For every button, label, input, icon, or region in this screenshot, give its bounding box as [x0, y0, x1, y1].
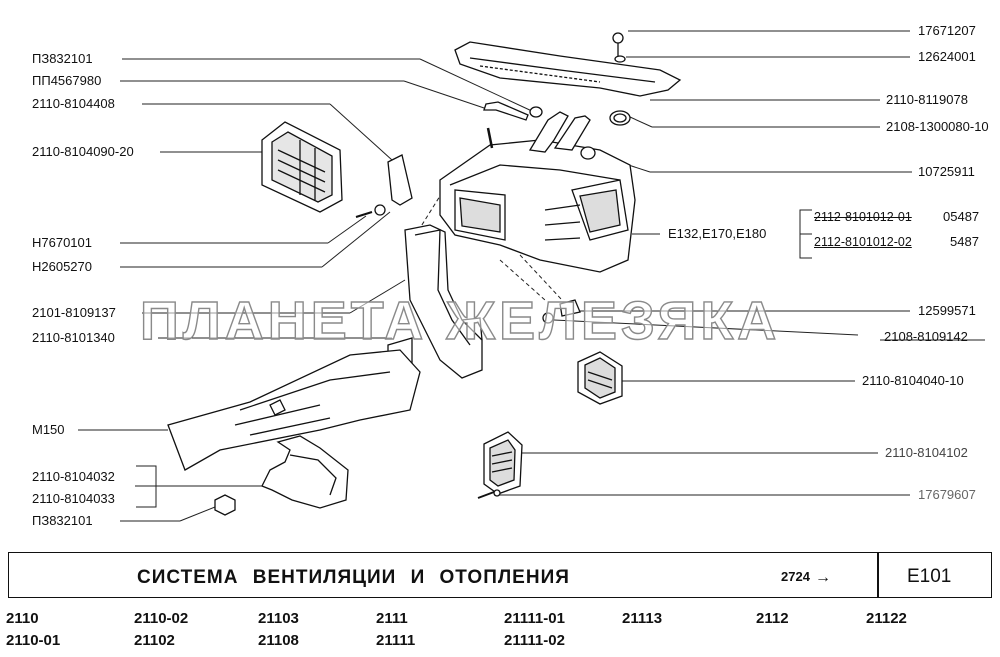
- model-item: 2110: [6, 610, 39, 627]
- model-item: 2111: [376, 610, 408, 627]
- diagram-title: СИСТЕМА ВЕНТИЛЯЦИИ И ОТОПЛЕНИЯ: [137, 567, 570, 588]
- part-label-left-12: ПЗ832101: [32, 513, 93, 528]
- part-label-right-5: 10725911: [918, 164, 975, 179]
- model-item: 21111-01: [504, 610, 565, 627]
- part-label-right-10: 2110-8104102: [885, 445, 968, 460]
- part-label-left-9: М150: [32, 422, 65, 437]
- model-item: 2110-01: [6, 632, 61, 649]
- part-label-left-7: 2101-8109137: [32, 305, 116, 320]
- model-item: 21111: [376, 632, 416, 649]
- part-label-right-7: 12599571: [918, 303, 976, 318]
- part-label-left-10: 2110-8104032: [32, 469, 115, 484]
- part-label-right-1: 17671207: [918, 23, 976, 38]
- page-ref-number: 2724: [781, 569, 810, 584]
- part-label-right-11: 17679607: [918, 487, 976, 502]
- leader-lines: [78, 30, 985, 522]
- part-label-right-6: E132,E170,E180: [668, 226, 767, 241]
- model-item: 21108: [258, 632, 299, 649]
- part-label-left-11: 2110-8104033: [32, 491, 115, 506]
- model-item: 21102: [134, 632, 175, 649]
- part-label-left-1: ПЗ832101: [32, 51, 93, 66]
- alt-part-1-num: 05487: [943, 209, 980, 224]
- alt-part-1: 2112-8101012-01: [814, 210, 912, 224]
- part-label-left-6: Н2605270: [32, 259, 92, 274]
- part-label-right-9: 2110-8104040-10: [862, 373, 964, 388]
- part-label-left-5: Н7670101: [32, 235, 92, 250]
- alt-part-2-num: 5487: [950, 234, 979, 249]
- part-label-right-4: 2108-1300080-10: [886, 119, 989, 134]
- model-item: 21122: [866, 610, 907, 627]
- part-label-right-3: 2110-8119078: [886, 92, 968, 107]
- model-item: 2112: [756, 610, 789, 627]
- arrow-right-icon: →: [815, 569, 831, 586]
- part-label-right-8: 2108-8109142: [884, 329, 968, 344]
- exploded-parts-diagram: [78, 30, 985, 522]
- model-item: 21103: [258, 610, 299, 627]
- part-label-left-2: ПП4567980: [32, 73, 102, 88]
- parts-drawing: [167, 32, 682, 516]
- part-label-left-4: 2110-8104090-20: [32, 144, 134, 159]
- model-item: 21111-02: [504, 632, 565, 649]
- watermark: ПЛАНЕТА ЖЕЛЕЗЯКА: [139, 290, 781, 351]
- part-label-right-2: 12624001: [918, 49, 976, 64]
- model-item: 21113: [622, 610, 663, 627]
- part-label-left-8: 2110-8101340: [32, 330, 115, 345]
- part-label-left-3: 2110-8104408: [32, 96, 115, 111]
- title-bar-divider: [877, 553, 879, 597]
- alt-part-2: 2112-8101012-02: [814, 235, 912, 249]
- model-item: 2110-02: [134, 610, 189, 627]
- diagram-code: Е101: [907, 566, 952, 587]
- title-bar: СИСТЕМА ВЕНТИЛЯЦИИ И ОТОПЛЕНИЯ 2724 → Е1…: [8, 552, 992, 598]
